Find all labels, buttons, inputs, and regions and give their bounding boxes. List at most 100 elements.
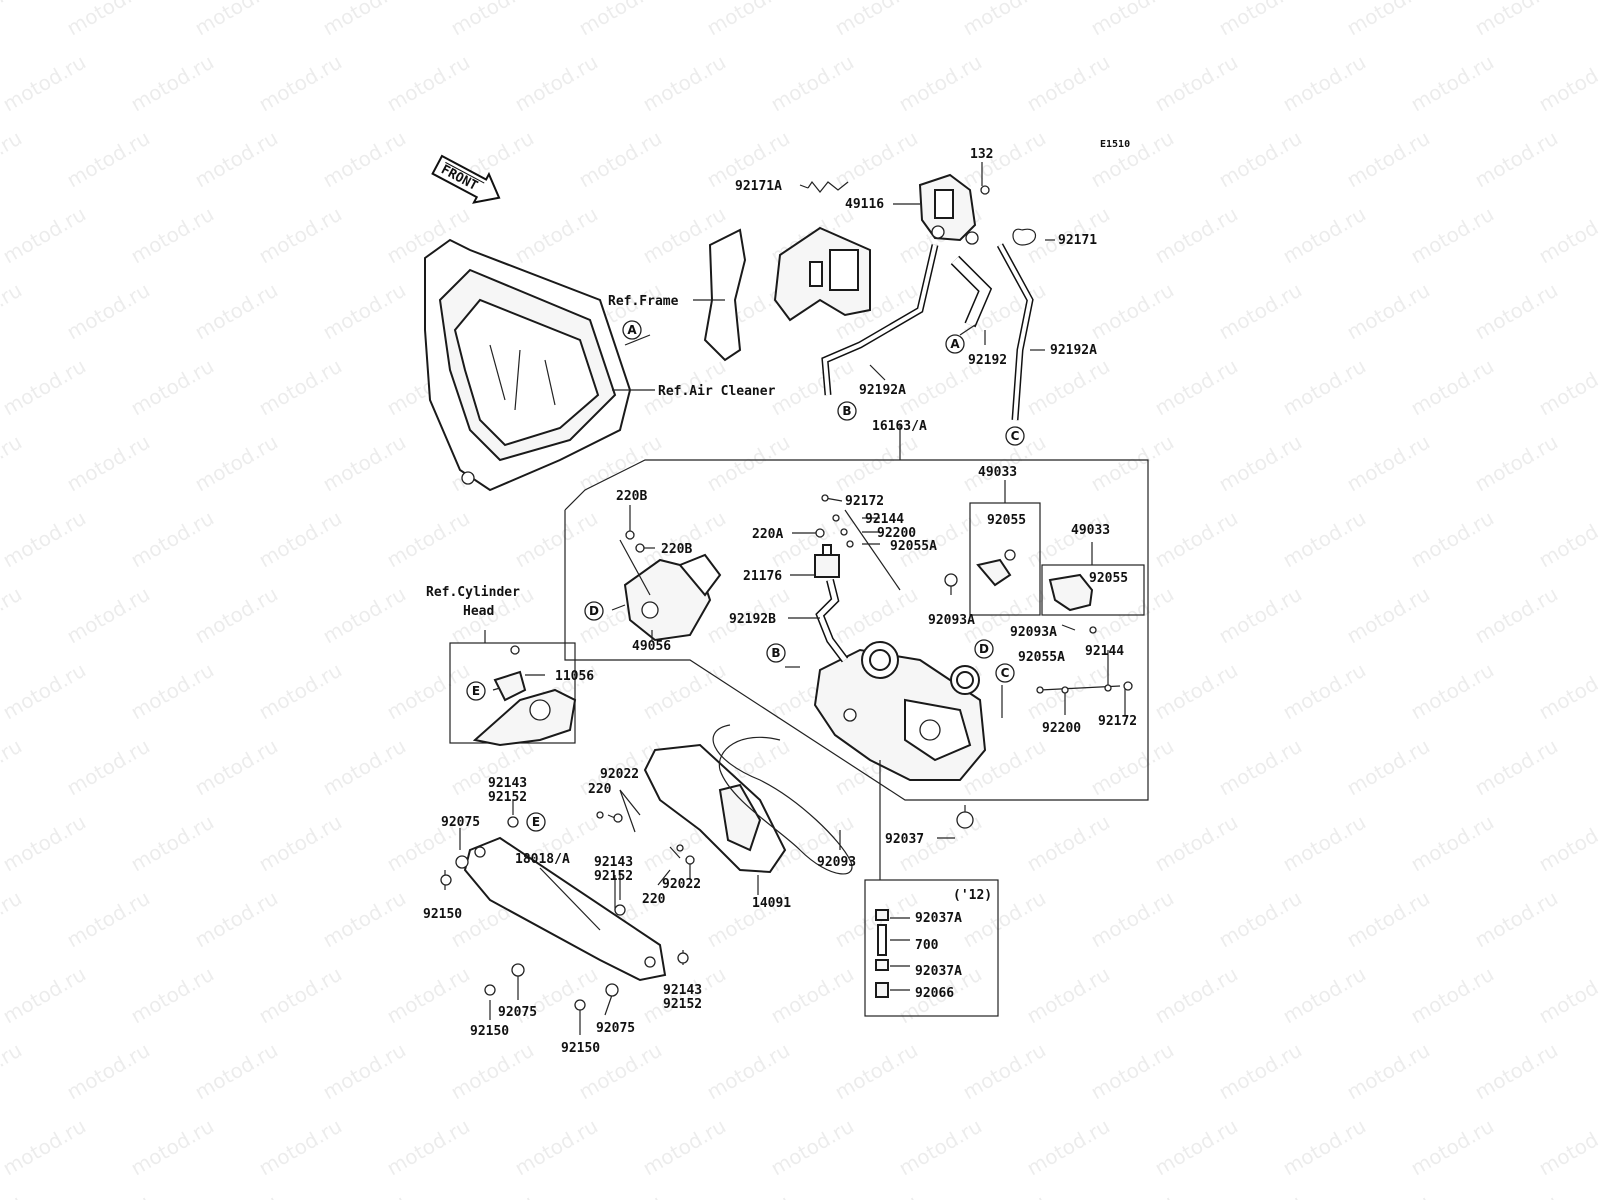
label-92093a-1: 92093A xyxy=(928,613,975,628)
watermark-text: motod.ru xyxy=(383,50,474,117)
watermark-text: motod.ru xyxy=(1151,1114,1242,1181)
label-92143-3: 92143 xyxy=(663,983,702,998)
watermark-text: motod.ru xyxy=(127,962,218,1029)
watermark-text: motod.ru xyxy=(191,278,282,345)
watermark-text: motod.ru xyxy=(1535,506,1600,573)
watermark-text: motod.ru xyxy=(63,0,154,40)
watermark-text: motod.ru xyxy=(511,1114,602,1181)
watermark-text: motod.ru xyxy=(1407,50,1498,117)
cover-plate-18018A xyxy=(463,836,667,982)
watermark-text: motod.ru xyxy=(1215,0,1306,40)
watermark-text: motod.ru xyxy=(63,1190,154,1200)
watermark-text: motod.ru xyxy=(127,810,218,877)
watermark-text: motod.ru xyxy=(1151,658,1242,725)
label-92152-1: 92152 xyxy=(488,790,527,805)
watermark-text: motod.ru xyxy=(1215,1190,1306,1200)
fittings-12-box xyxy=(864,879,999,1017)
watermark-text: motod.ru xyxy=(1407,354,1498,421)
label-92066: 92066 xyxy=(915,986,954,1001)
label-92075-1: 92075 xyxy=(441,815,480,830)
watermark-text: motod.ru xyxy=(1279,658,1370,725)
watermark-text: motod.ru xyxy=(255,202,346,269)
watermark-text: motod.ru xyxy=(255,810,346,877)
label-ref-head: Head xyxy=(463,604,494,619)
svg-text:A: A xyxy=(627,323,637,337)
watermark-text: motod.ru xyxy=(1407,202,1498,269)
callout-c-1: C xyxy=(1005,426,1025,446)
watermark-text: motod.ru xyxy=(1151,506,1242,573)
watermark-text: motod.ru xyxy=(1279,202,1370,269)
watermark-text: motod.ru xyxy=(1215,278,1306,345)
watermark-text: motod.ru xyxy=(1471,886,1562,953)
label-92037a-2: 92037A xyxy=(915,964,962,979)
watermark-text: motod.ru xyxy=(1343,582,1434,649)
watermark-text: motod.ru xyxy=(63,886,154,953)
label-92150-1: 92150 xyxy=(423,907,462,922)
watermark-text: motod.ru xyxy=(0,582,26,649)
svg-text:C: C xyxy=(1011,429,1020,443)
label-14091: 14091 xyxy=(752,896,791,911)
watermark-text: motod.ru xyxy=(703,430,794,497)
callouts: A A B B C C D D E E xyxy=(466,320,1025,832)
watermark-text: motod.ru xyxy=(831,430,922,497)
watermark-text: motod.ru xyxy=(383,506,474,573)
label-92171a: 92171A xyxy=(735,179,782,194)
callout-a-2: A xyxy=(945,334,965,354)
watermark-text: motod.ru xyxy=(0,202,90,269)
watermark-text: motod.ru xyxy=(959,1038,1050,1105)
callout-d-1: D xyxy=(584,601,604,621)
watermark-text: motod.ru xyxy=(1471,430,1562,497)
label-92075-2: 92075 xyxy=(498,1005,537,1020)
label-92055-1: 92055 xyxy=(987,513,1026,528)
label-92172-1: 92172 xyxy=(845,494,884,509)
watermark-text: motod.ru xyxy=(1343,1038,1434,1105)
watermark-text: motod.ru xyxy=(1343,126,1434,193)
watermark-text: motod.ru xyxy=(703,1038,794,1105)
svg-text:B: B xyxy=(771,646,780,660)
watermark-text: motod.ru xyxy=(0,278,26,345)
watermark-text: motod.ru xyxy=(1087,0,1178,40)
watermark-text: motod.ru xyxy=(831,0,922,40)
watermark-text: motod.ru xyxy=(1407,810,1498,877)
watermark-text: motod.ru xyxy=(1343,1190,1434,1200)
svg-text:D: D xyxy=(589,604,599,618)
watermark-text: motod.ru xyxy=(255,506,346,573)
watermark-text: motod.ru xyxy=(383,962,474,1029)
watermark-text: motod.ru xyxy=(0,658,90,725)
watermark-text: motod.ru xyxy=(831,582,922,649)
watermark-text: motod.ru xyxy=(1407,506,1498,573)
watermark-text: motod.ru xyxy=(1535,202,1600,269)
watermark-text: motod.ru xyxy=(0,810,90,877)
watermark-text: motod.ru xyxy=(319,126,410,193)
watermark-text: motod.ru xyxy=(383,1114,474,1181)
label-220b-2: 220B xyxy=(661,542,692,557)
air-cleaner-housing xyxy=(424,238,632,492)
watermark-text: motod.ru xyxy=(1023,1114,1114,1181)
watermark-text: motod.ru xyxy=(1279,50,1370,117)
watermark-text: motod.ru xyxy=(1279,354,1370,421)
svg-text:A: A xyxy=(950,337,960,351)
watermark-text: motod.ru xyxy=(1343,886,1434,953)
bracket-49056 xyxy=(623,553,722,642)
label-92055-2: 92055 xyxy=(1089,571,1128,586)
watermark-text: motod.ru xyxy=(767,1114,858,1181)
label-92144-1: 92144 xyxy=(865,512,904,527)
label-16163a: 16163/A xyxy=(872,419,927,434)
watermark-text: motod.ru xyxy=(1023,810,1114,877)
watermark-text: motod.ru xyxy=(1151,50,1242,117)
watermark-text: motod.ru xyxy=(319,734,410,801)
watermark-text: motod.ru xyxy=(127,658,218,725)
watermark-text: motod.ru xyxy=(0,0,26,40)
watermark-text: motod.ru xyxy=(127,50,218,117)
callout-a-1: A xyxy=(622,320,642,340)
watermark-text: motod.ru xyxy=(1535,658,1600,725)
watermark-text: motod.ru xyxy=(127,506,218,573)
label-92150-2: 92150 xyxy=(470,1024,509,1039)
watermark-text: motod.ru xyxy=(1087,430,1178,497)
watermark-text: motod.ru xyxy=(767,50,858,117)
watermark-text: motod.ru xyxy=(0,126,26,193)
label-92093a-2: 92093A xyxy=(1010,625,1057,640)
cylinder-head-box xyxy=(449,642,577,747)
